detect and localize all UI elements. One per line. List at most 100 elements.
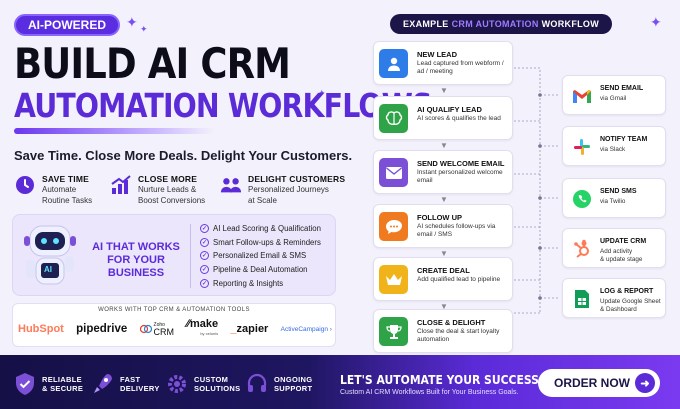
hubspot-logo: HubSpot — [18, 323, 64, 335]
crown-icon — [379, 265, 408, 294]
step-desc: Close the deal & start loyalty automatio… — [417, 328, 500, 343]
feature-desc: at Scale — [248, 196, 277, 205]
action-send-sms: SEND SMS via Twilio — [562, 178, 666, 218]
ai-heading: AI THAT WORKS FOR YOUR BUSINESS — [86, 241, 186, 280]
arrow-down-icon: ▼ — [440, 86, 448, 95]
sparkle-icon: ✦ — [650, 14, 662, 30]
workflow-heading-a: EXAMPLE — [402, 19, 449, 29]
tools-heading: WORKS WITH TOP CRM & AUTOMATION TOOLS — [98, 307, 250, 313]
gear-icon — [168, 375, 186, 393]
slack-icon — [571, 136, 593, 158]
make-logo: ∕∕make by celonis — [186, 318, 219, 337]
sparkle-icon: ✦ — [126, 14, 138, 30]
badge-line: DELIVERY — [120, 384, 160, 393]
headline-line1: BUILD AI CRM — [14, 39, 291, 88]
ai-checklist: ✓AI Lead Scoring & Qualification ✓Smart … — [200, 222, 321, 290]
pipedrive-logo: pipedrive — [76, 323, 128, 335]
step-title: SEND WELCOME EMAIL — [417, 159, 505, 168]
chat-icon — [379, 212, 408, 241]
order-now-label: ORDER NOW — [554, 376, 630, 390]
check-icon: ✓ — [200, 265, 209, 275]
action-desc: via Gmail — [600, 95, 627, 102]
badge-line: SUPPORT — [274, 384, 313, 393]
feature-title: CLOSE MORE — [138, 174, 198, 184]
headline-line2: AUTOMATION WORKFLOWS — [14, 86, 433, 125]
check-icon: ✓ — [200, 251, 209, 261]
feature-save-time: SAVE TIME Automate Routine Tasks — [14, 174, 92, 206]
feature-desc: Nurture Leads & — [138, 185, 197, 194]
badge-line: CUSTOM — [194, 375, 229, 384]
divider — [190, 224, 191, 288]
action-log-report: LOG & REPORT Update Google Sheet & Dashb… — [562, 278, 666, 318]
action-desc: & Dashboard — [600, 306, 637, 313]
headset-icon — [247, 373, 267, 392]
robot-label: AI — [44, 265, 52, 274]
checklist-label: AI Lead Scoring & Qualification — [213, 224, 321, 234]
action-update-crm: UPDATE CRM Add activity & update stage — [562, 228, 666, 268]
step-desc: Add qualified lead to pipeline — [417, 276, 501, 283]
workflow-step-follow-up: FOLLOW UP AI schedules follow-ups via em… — [373, 204, 513, 248]
zoho-crm-logo: Zoho CRM — [139, 322, 174, 337]
action-title: LOG & REPORT — [600, 288, 654, 295]
shield-check-icon — [16, 373, 34, 395]
rocket-icon — [94, 374, 112, 393]
badge-line: ONGOING — [274, 375, 313, 384]
make-text: make — [190, 318, 219, 330]
action-title: SEND EMAIL — [600, 85, 644, 92]
tools-panel — [12, 303, 336, 347]
sparkle-small-icon: ✦ — [318, 88, 326, 98]
users-icon — [220, 174, 242, 196]
feature-desc: Routine Tasks — [42, 196, 93, 205]
zapier-logo: _zapier — [230, 323, 269, 335]
growth-chart-icon — [110, 174, 132, 196]
action-title: NOTIFY TEAM — [600, 136, 648, 143]
action-desc: Update Google Sheet — [600, 298, 661, 305]
action-desc: Add activity — [600, 248, 633, 255]
action-notify-team: NOTIFY TEAM via Slack — [562, 126, 666, 166]
action-desc: via Slack — [600, 146, 626, 153]
checklist-item: ✓AI Lead Scoring & Qualification — [200, 222, 321, 236]
action-title: UPDATE CRM — [600, 238, 647, 245]
arrow-down-icon: ▼ — [440, 302, 448, 311]
feature-title: SAVE TIME — [42, 174, 89, 184]
step-desc: Instant personalized welcome email — [417, 169, 503, 184]
action-send-email: SEND EMAIL via Gmail — [562, 75, 666, 115]
action-title: SEND SMS — [600, 188, 637, 195]
workflow-heading: EXAMPLE CRM AUTOMATION WORKFLOW — [390, 14, 612, 34]
headline-underline — [14, 128, 214, 134]
gmail-icon — [571, 85, 593, 107]
tool-logos: HubSpot pipedrive Zoho CRM ∕∕make by cel… — [18, 318, 332, 338]
feature-delight-customers: DELIGHT CUSTOMERS Personalized Journeys … — [220, 174, 345, 206]
arrow-down-icon: ▼ — [440, 141, 448, 150]
make-sub: by celonis — [200, 331, 219, 336]
checklist-item: ✓ Pipeline & Deal Automation — [200, 263, 321, 277]
step-desc: AI schedules follow-ups via email / SMS — [417, 223, 496, 238]
feature-desc: Automate — [42, 185, 77, 194]
step-title: NEW LEAD — [417, 50, 457, 59]
ai-heading-line2: FOR YOUR BUSINESS — [107, 254, 165, 279]
check-icon: ✓ — [200, 237, 209, 247]
step-title: FOLLOW UP — [417, 213, 462, 222]
checklist-label: Personalized Email & SMS — [213, 251, 307, 261]
checklist-item: ✓Smart Follow-ups & Reminders — [200, 236, 321, 250]
check-icon: ✓ — [200, 278, 209, 288]
checklist-item: ✓ Personalized Email & SMS — [200, 249, 321, 263]
sheets-icon — [571, 288, 593, 310]
zapier-text: zapier — [236, 323, 269, 335]
trophy-icon — [379, 317, 408, 346]
cta-subtext: Custom AI CRM Workflows Built for Your B… — [340, 389, 519, 396]
workflow-step-welcome-email: SEND WELCOME EMAIL Instant personalized … — [373, 150, 513, 194]
activecampaign-text: ActiveCampaign — [280, 325, 328, 333]
user-icon — [379, 49, 408, 78]
step-title: CLOSE & DELIGHT — [417, 318, 486, 327]
checklist-item: ✓Reporting & Insights — [200, 276, 321, 290]
ai-powered-badge: AI-POWERED — [14, 14, 120, 36]
workflow-heading-accent: CRM AUTOMATION — [451, 19, 539, 29]
checklist-label: Pipeline & Deal Automation — [213, 265, 308, 275]
ai-heading-line1: AI THAT WORKS — [92, 241, 180, 253]
brain-icon — [379, 104, 408, 133]
order-now-button[interactable]: ORDER NOW ➜ — [538, 369, 660, 397]
badge-line: FAST — [120, 375, 141, 384]
